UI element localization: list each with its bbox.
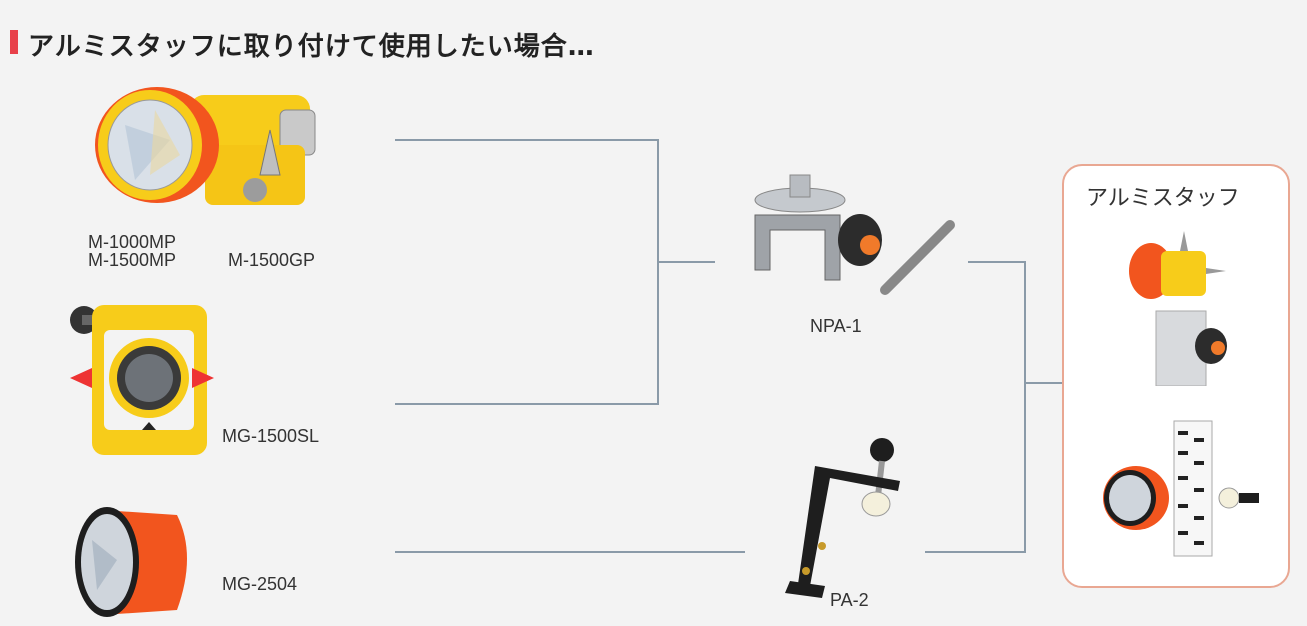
m1500mp-label: M-1500MP	[88, 250, 177, 270]
m1500gp-label: M-1500GP	[228, 250, 316, 270]
mg2504-label: MG-2504	[222, 574, 298, 594]
heading-accent-bar	[10, 30, 18, 54]
m1000mp-prism-image	[95, 87, 316, 205]
pa2-clamp-image	[785, 438, 900, 598]
npa1-adapter-image	[754, 174, 955, 295]
connector-mg1500sl-to-npa1	[395, 262, 659, 405]
staff-npa1-mounted-image	[1129, 231, 1227, 386]
mg1500sl-prism-image	[70, 305, 214, 455]
aluminum-staff-title: アルミスタッフ	[1086, 186, 1240, 211]
connector-npa1-to-staff	[925, 261, 1026, 553]
staff-pa2-mounted-image	[1103, 420, 1259, 557]
mg1500sl-label: MG-1500SL	[222, 426, 320, 446]
npa1-label: NPA-1	[810, 316, 862, 336]
page-title: アルミスタッフに取り付けて使用したい場合…	[28, 32, 595, 62]
mg2504-prism-image	[75, 507, 187, 617]
aluminum-staff-box: アルミスタッフ	[1062, 164, 1290, 588]
m1000mp-label: M-1000MP	[88, 232, 177, 252]
pa2-label: PA-2	[830, 590, 869, 610]
connector-m1000-to-npa1	[395, 139, 715, 263]
